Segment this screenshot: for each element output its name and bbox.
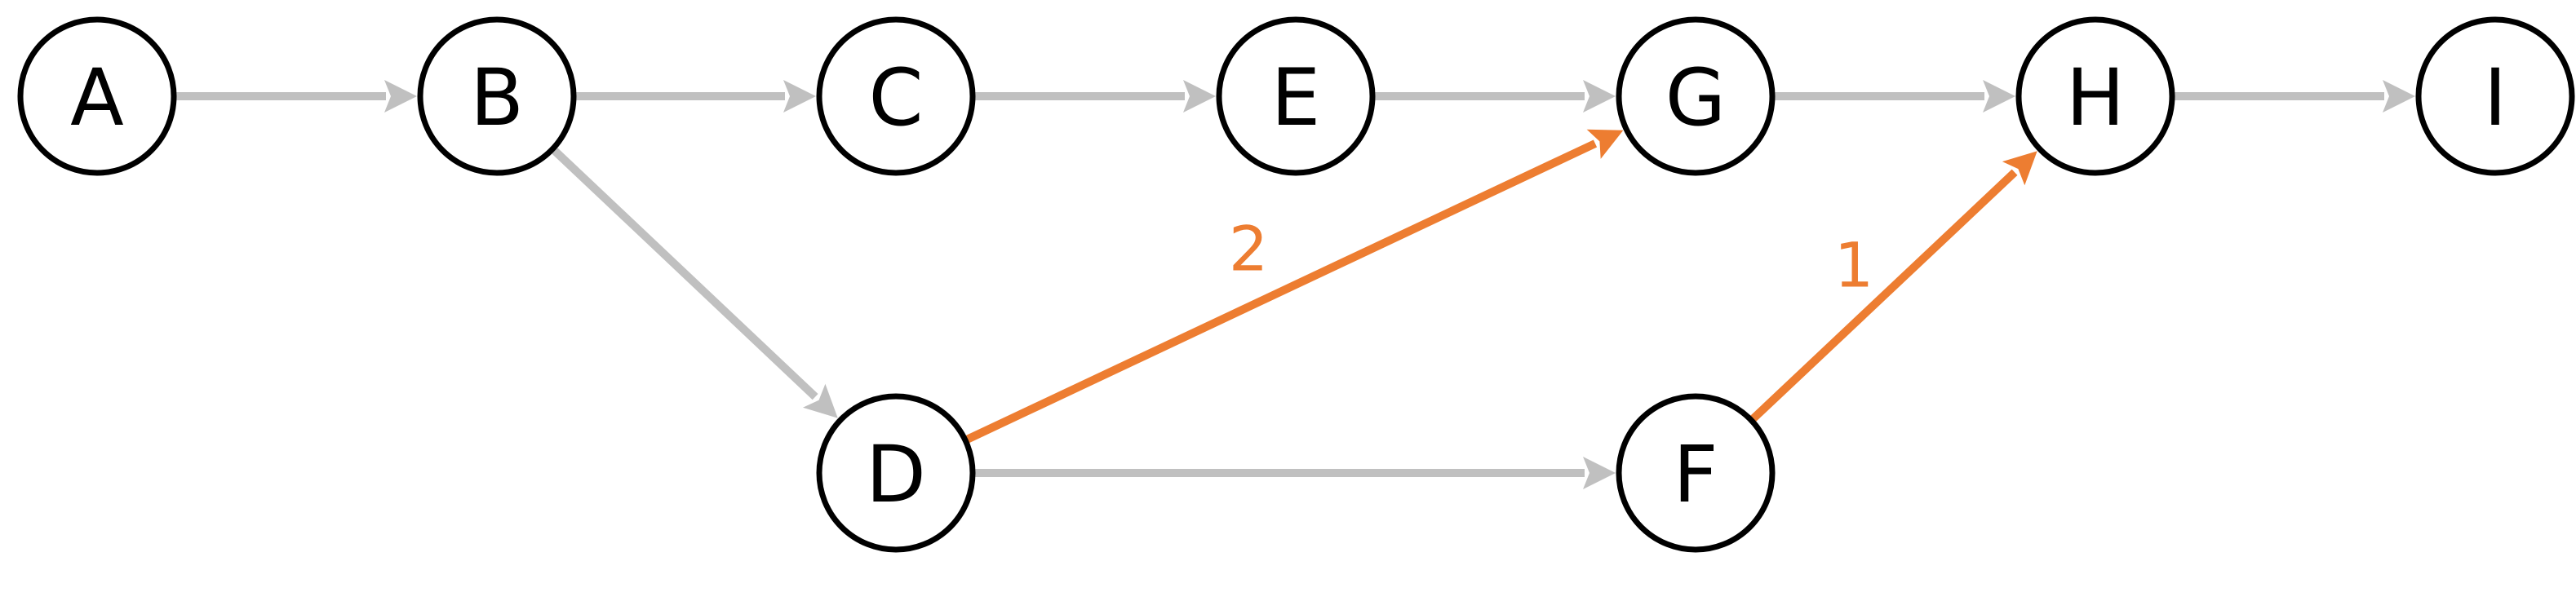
edge-h-i <box>2174 80 2415 113</box>
node-label: E <box>1271 52 1321 144</box>
node-label: B <box>470 52 524 144</box>
node-label: D <box>866 429 926 520</box>
edge-arrowhead <box>1586 129 1624 159</box>
edge-arrowhead <box>802 383 838 418</box>
node-b: B <box>417 16 577 176</box>
edge-c-e <box>974 80 1216 113</box>
edge-g-h <box>1774 80 2015 113</box>
node-label: H <box>2066 52 2125 144</box>
node-label: F <box>1673 429 1718 520</box>
node-circle <box>1216 16 1376 176</box>
node-circle <box>2415 16 2575 176</box>
edge-a-b <box>175 80 417 113</box>
edge-label-d-g: 2 <box>1229 213 1268 285</box>
node-label: A <box>70 52 124 144</box>
edge-label-f-h: 1 <box>1834 229 1873 302</box>
node-circle <box>816 393 976 553</box>
edge-arrowhead <box>2383 80 2415 113</box>
edge-arrowhead <box>1583 457 1616 489</box>
node-circle <box>417 16 577 176</box>
edge-arrowhead <box>2002 151 2037 186</box>
node-e: E <box>1216 16 1376 176</box>
node-i: I <box>2415 16 2575 176</box>
edge-arrowhead <box>1983 80 2015 113</box>
edge-arrowhead <box>783 80 816 113</box>
edge-arrowhead <box>1183 80 1216 113</box>
edge-d-f <box>974 457 1616 489</box>
edge-line <box>964 139 1598 444</box>
edge-arrowhead <box>1583 80 1616 113</box>
nodes-layer: A B C D E F G H I <box>17 16 2575 553</box>
edge-arrowhead <box>384 80 417 113</box>
edge-e-g <box>1374 80 1616 113</box>
edges-layer <box>175 80 2415 489</box>
edge-b-d <box>551 147 838 418</box>
edge-d-g <box>964 129 1624 444</box>
node-label: C <box>868 52 923 144</box>
node-circle <box>2015 16 2175 176</box>
node-g: G <box>1616 16 1776 176</box>
node-circle <box>17 16 177 176</box>
node-f: F <box>1616 393 1776 553</box>
node-circle <box>816 16 976 176</box>
edge-line <box>551 147 818 400</box>
node-d: D <box>816 393 976 553</box>
node-circle <box>1616 16 1776 176</box>
node-c: C <box>816 16 976 176</box>
edge-b-c <box>575 80 816 113</box>
edge-line <box>1749 169 2018 422</box>
node-circle <box>1616 393 1776 553</box>
edge-f-h <box>1749 151 2037 422</box>
node-a: A <box>17 16 177 176</box>
node-label: I <box>2484 52 2507 144</box>
node-h: H <box>2015 16 2175 176</box>
node-label: G <box>1665 52 1726 144</box>
